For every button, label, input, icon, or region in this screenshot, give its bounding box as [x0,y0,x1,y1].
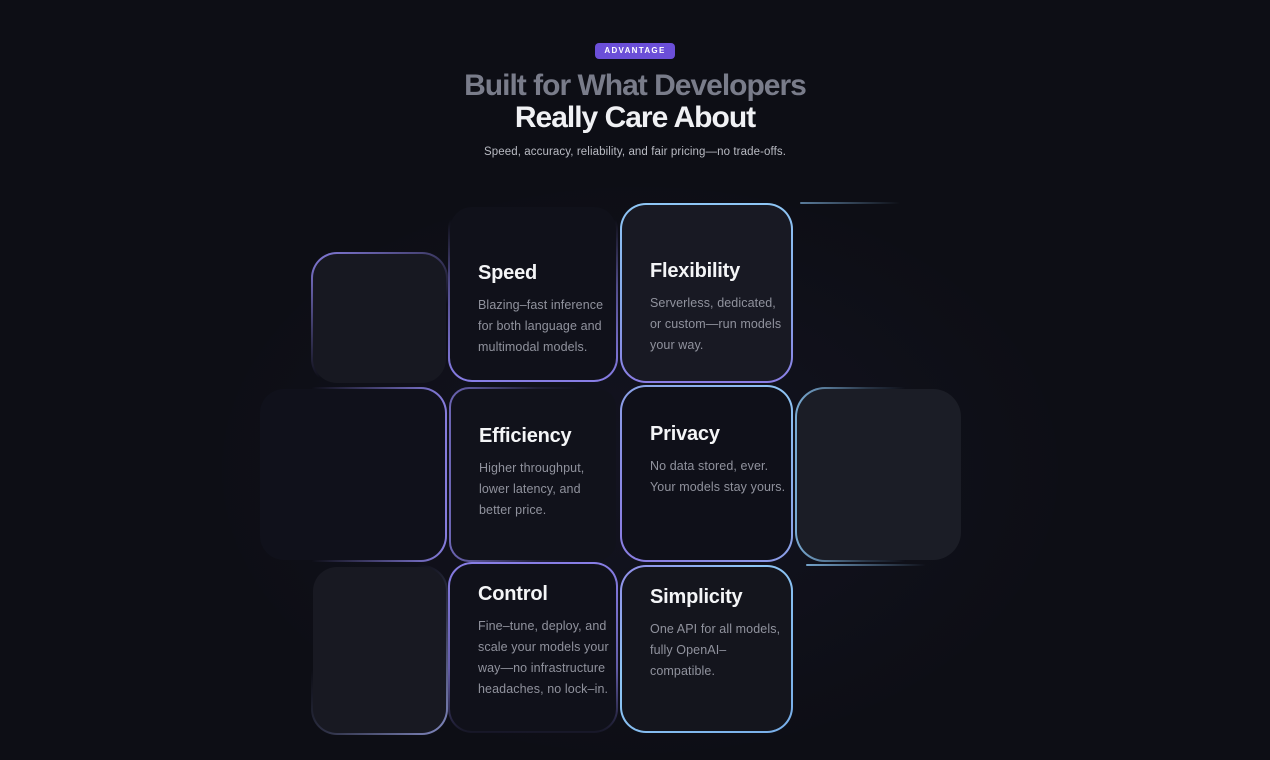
card-control: Control Fine–tune, deploy, and scale you… [448,562,618,733]
card-privacy-description: No data stored, ever. Your models stay y… [650,459,786,494]
decorative-panel-middle-right [795,387,963,562]
card-flexibility-title: Flexibility [650,260,741,282]
card-simplicity-description: One API for all models, fully OpenAI– co… [650,622,781,678]
advantage-badge: ADVANTAGE [595,43,675,59]
border-trail-top-right [800,202,900,204]
decorative-panel-top-left [311,252,448,385]
card-efficiency-title: Efficiency [479,425,572,447]
card-simplicity-title: Simplicity [650,586,743,608]
card-efficiency-description: Higher throughput, lower latency, and be… [479,461,585,517]
card-speed: Speed Blazing–fast inference for both la… [448,205,618,382]
card-speed-description: Blazing–fast inference for both language… [478,298,604,354]
card-flexibility-description: Serverless, dedicated, or custom—run mod… [650,296,782,352]
card-control-title: Control [478,583,548,605]
section-subtitle: Speed, accuracy, reliability, and fair p… [483,146,787,158]
card-privacy: Privacy No data stored, ever. Your model… [620,385,793,562]
section-title: Built for What Developers Really Care Ab… [0,70,1270,134]
card-flexibility: Flexibility Serverless, dedicated, or cu… [620,203,793,383]
card-privacy-title: Privacy [650,423,720,445]
card-speed-title: Speed [478,262,538,284]
section-title-line2: Really Care About [514,101,756,134]
section-header: ADVANTAGE Built for What Developers Real… [0,40,1270,158]
card-control-description: Fine–tune, deploy, and scale your models… [478,619,609,696]
card-simplicity: Simplicity One API for all models, fully… [620,565,793,733]
card-efficiency: Efficiency Higher throughput, lower late… [449,387,618,562]
decorative-panel-bottom-left [311,565,448,735]
border-trail-bottom-right [806,564,926,566]
section-title-line1: Built for What Developers [464,69,807,102]
decorative-panel-middle-left [258,387,447,562]
